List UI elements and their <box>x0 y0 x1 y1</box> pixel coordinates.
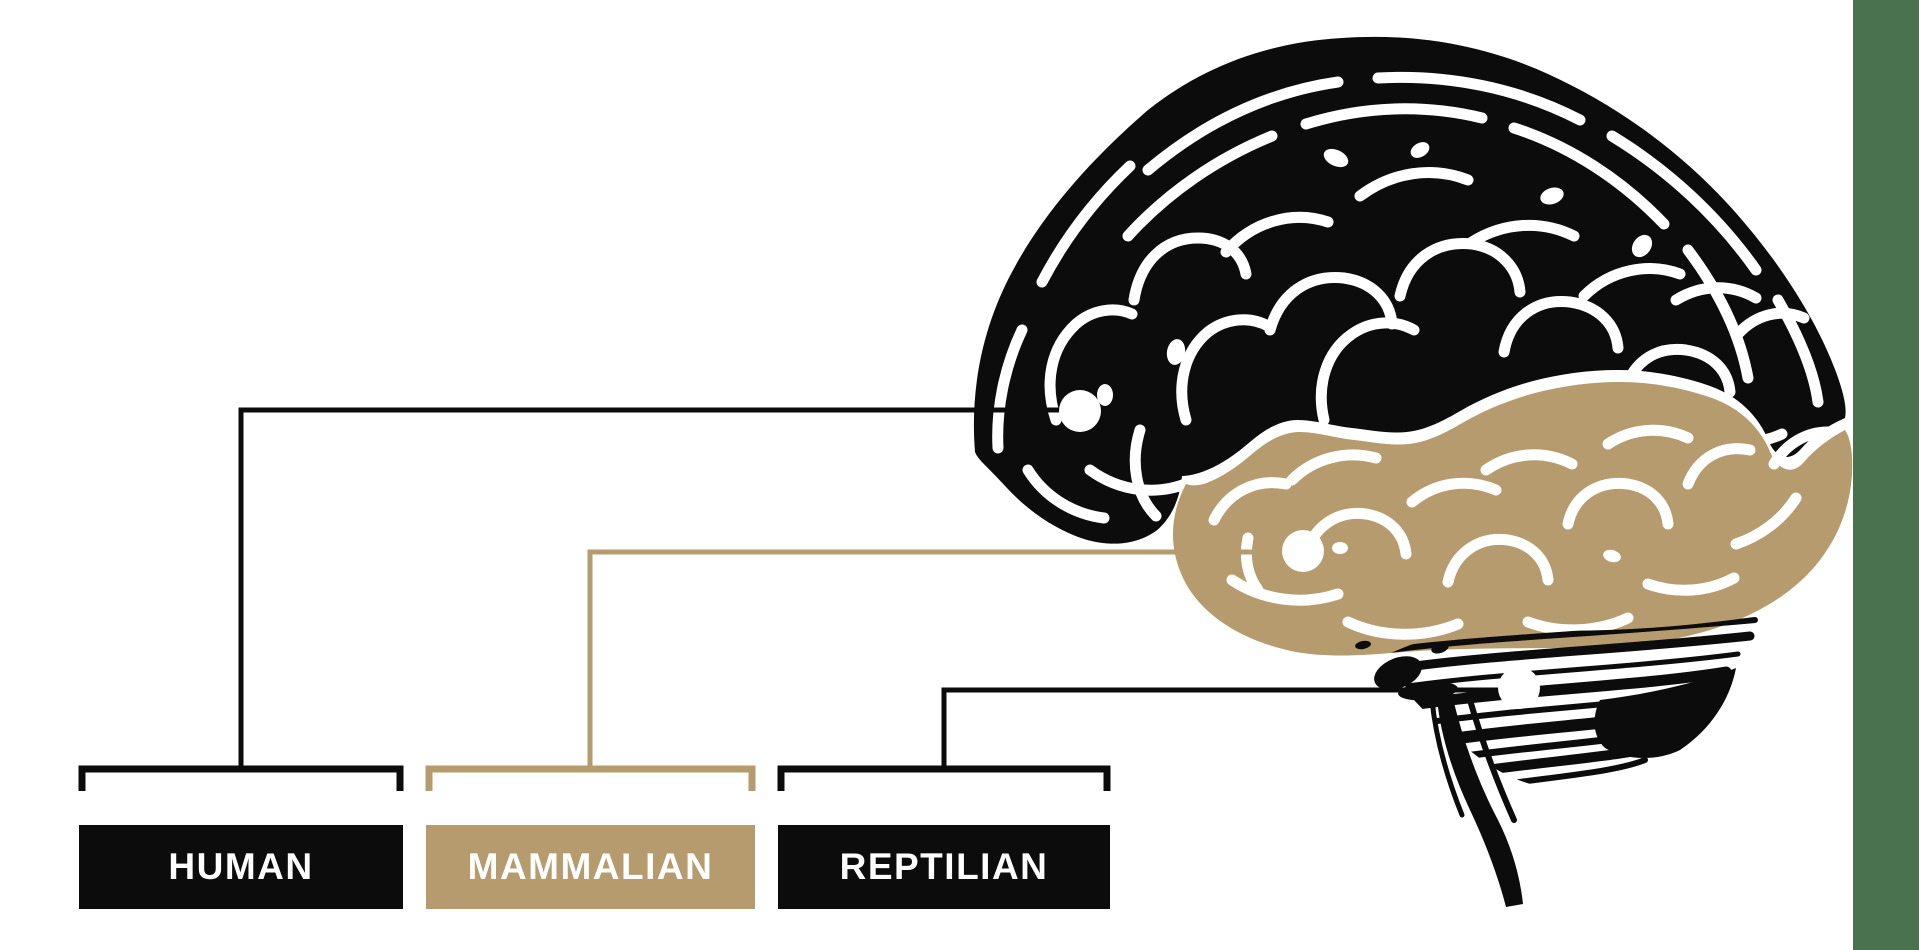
brain-neocortex-region <box>973 36 1846 544</box>
mammalian-bracket <box>425 765 756 791</box>
human-connector-line <box>238 407 1080 770</box>
reptilian-label-box: REPTILIAN <box>778 825 1110 909</box>
mammalian-connection-dot <box>1282 530 1324 572</box>
limbic-sulci-holes <box>1332 542 1621 563</box>
limbic-sulci <box>1208 424 1834 640</box>
human-label-box: HUMAN <box>79 825 403 909</box>
neocortex-sulci-holes <box>1097 142 1653 406</box>
human-connection-dot <box>1059 390 1101 432</box>
cerebellum-stripes <box>1387 617 1758 789</box>
connection-dots <box>1059 390 1540 709</box>
reptilian-connector-line <box>941 687 1505 770</box>
human-bracket <box>78 765 404 791</box>
brain-cerebellum-region <box>1387 617 1758 789</box>
connectors <box>78 407 1505 791</box>
reptilian-label: REPTILIAN <box>839 846 1049 887</box>
mammalian-connector-line <box>587 549 1303 770</box>
mammalian-label-box: MAMMALIAN <box>426 825 755 909</box>
human-label: HUMAN <box>168 846 314 887</box>
green-accent-bar <box>1853 0 1919 950</box>
brain-limbic-region <box>1172 382 1853 656</box>
brain-illustration <box>973 36 1853 907</box>
neocortex-sulci <box>992 71 1824 524</box>
brain-brainstem <box>1429 694 1523 907</box>
reptilian-connection-dot <box>1498 667 1540 709</box>
mammalian-label: MAMMALIAN <box>467 846 714 887</box>
reptilian-bracket <box>777 765 1111 791</box>
